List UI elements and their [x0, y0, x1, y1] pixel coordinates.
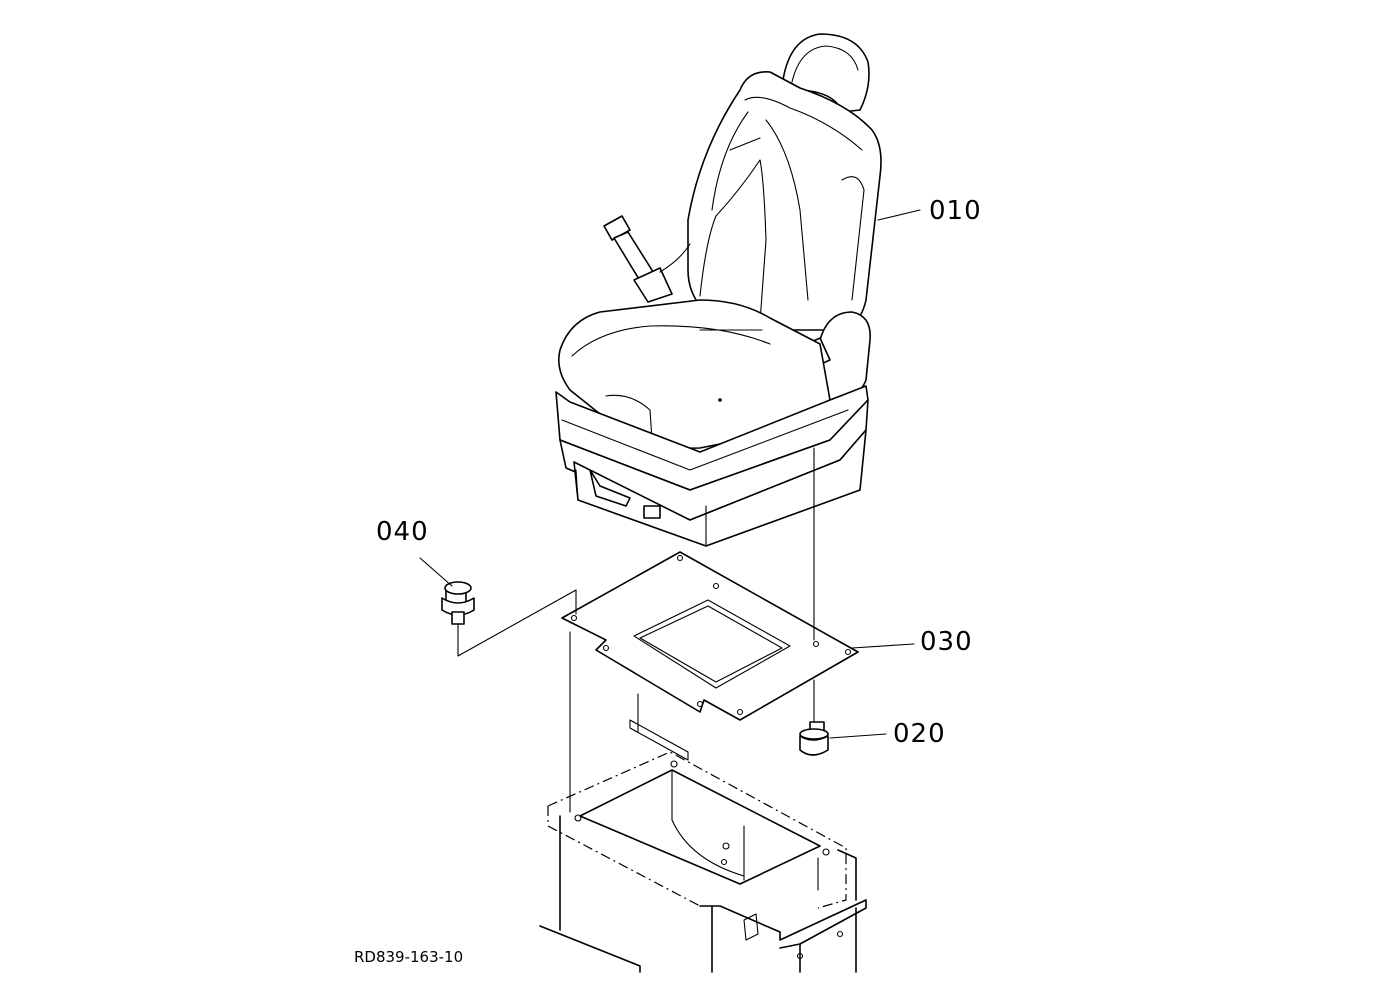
figure-id: RD839-163-10: [354, 948, 464, 966]
leader-lines: [419, 209, 921, 739]
nut[interactable]: [799, 721, 829, 756]
callout-030: 030: [920, 627, 973, 657]
seat-assembly[interactable]: [555, 33, 882, 547]
callout-020: 020: [893, 719, 946, 749]
callout-010: 010: [929, 196, 982, 226]
assembly-lines: [457, 447, 815, 813]
cab-frame: [539, 693, 867, 973]
bolt[interactable]: [441, 581, 475, 625]
callout-040: 040: [376, 517, 429, 547]
seat-plate[interactable]: [561, 551, 859, 721]
